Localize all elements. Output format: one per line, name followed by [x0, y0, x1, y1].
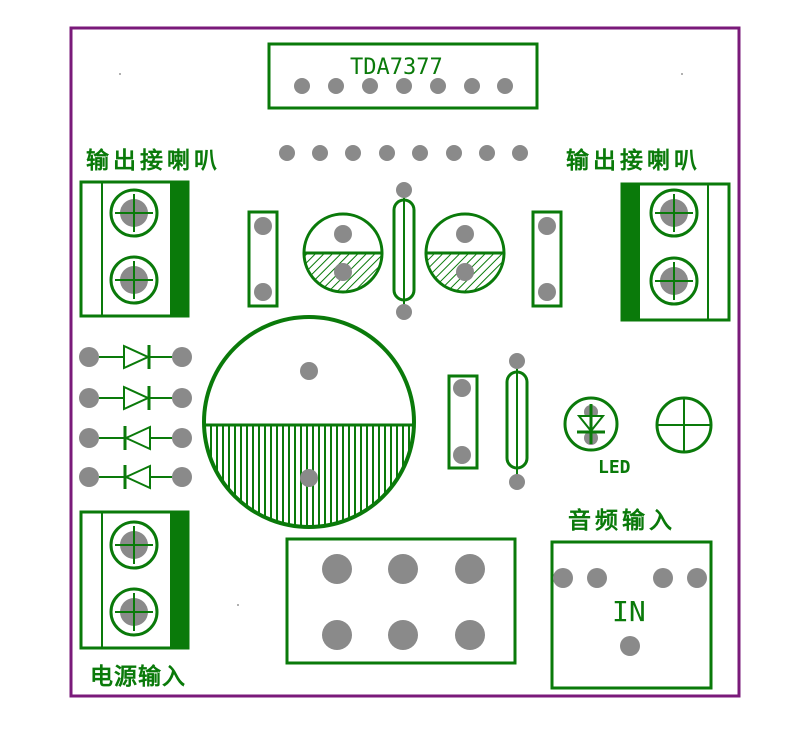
diode-4 — [79, 464, 192, 490]
header-bottom-center — [285, 537, 517, 665]
capacitor-large — [202, 315, 416, 529]
axial-component-top — [392, 182, 416, 320]
in-label: IN — [612, 595, 646, 628]
terminal-power — [79, 510, 190, 650]
terminal-speaker-left — [79, 180, 190, 318]
capacitor-small-right — [424, 212, 506, 294]
ic-tda7377: TDA7377 — [267, 42, 539, 110]
led — [563, 396, 619, 452]
axial-component-mid — [505, 353, 529, 490]
diode-3 — [79, 425, 192, 451]
speaker-out-left-label: 输出接喇叭 — [86, 147, 221, 174]
diode-bridge — [79, 344, 192, 490]
diode-2 — [79, 385, 192, 411]
resistor-right — [531, 210, 563, 308]
ic-label: TDA7377 — [350, 55, 443, 80]
mount-target — [655, 396, 713, 454]
ic-pin-row — [279, 145, 528, 161]
power-in-label: 电源输入 — [90, 663, 186, 690]
capacitor-small-left — [302, 212, 384, 294]
audio-in-label: 音频输入 — [568, 507, 676, 534]
led-label: LED — [598, 457, 631, 478]
resistor-center — [447, 374, 479, 470]
speaker-out-right-label: 输出接喇叭 — [566, 147, 701, 174]
terminal-speaker-right — [620, 182, 731, 322]
audio-input-jack: IN — [550, 540, 713, 690]
resistor-left — [247, 210, 279, 308]
diode-1 — [79, 344, 192, 370]
board-outline — [69, 26, 741, 698]
